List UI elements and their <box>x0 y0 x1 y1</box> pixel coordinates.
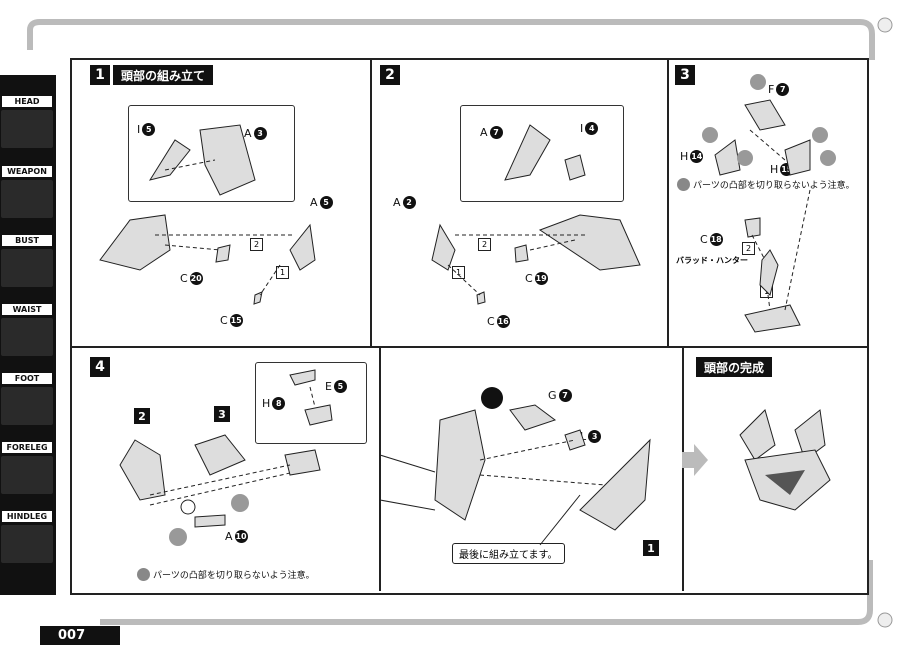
sequence-marker: 1 <box>276 266 289 279</box>
sub-assembly-ref: 2 <box>134 408 150 424</box>
page-number: 007 <box>40 626 120 645</box>
step-3-number: 3 <box>675 65 695 85</box>
sub-assembly-ref: 3 <box>214 406 230 422</box>
step-2-parts-drawing <box>431 124 641 305</box>
arrow-right-icon <box>682 444 708 476</box>
gate-icon <box>137 568 150 581</box>
divider <box>667 60 669 347</box>
step-ref: 1 <box>643 540 659 556</box>
sequence-marker: 1 <box>452 266 465 279</box>
tab-head[interactable]: HEAD <box>1 95 53 148</box>
step-1-number: 1 <box>90 65 110 85</box>
gate-icon <box>677 178 690 191</box>
tab-waist[interactable]: WAIST <box>1 303 53 356</box>
divider <box>682 348 684 591</box>
divider <box>379 348 381 591</box>
final-assembly-drawing <box>380 387 651 546</box>
divider <box>370 60 372 347</box>
sequence-marker: 2 <box>478 238 491 251</box>
step-4-parts-drawing <box>119 369 333 546</box>
step-4-number: 4 <box>90 357 110 377</box>
tab-bust[interactable]: BUST <box>1 234 53 287</box>
divider <box>72 346 867 348</box>
step-1-parts-drawing <box>99 124 316 305</box>
complete-title: 頭部の完成 <box>696 357 773 377</box>
completed-head-drawing <box>739 409 831 511</box>
tab-foreleg[interactable]: FORELEG <box>1 441 53 494</box>
step-1-title: 頭部の組み立て <box>113 65 214 85</box>
step-3-parts-drawing <box>702 74 836 333</box>
tab-foot[interactable]: FOOT <box>1 372 53 425</box>
final-assembly-caption: 最後に組み立てます。 <box>452 543 565 564</box>
tab-weapon[interactable]: WEAPON <box>1 165 53 218</box>
step-3-note: パーツの凸部を切り取らないよう注意。 <box>677 178 855 191</box>
sequence-marker: 2 <box>250 238 263 251</box>
tab-hindleg[interactable]: HINDLEG <box>1 510 53 563</box>
step-4-note: パーツの凸部を切り取らないよう注意。 <box>137 568 315 581</box>
figure-label: バラッド・ハンター <box>676 256 748 265</box>
sequence-marker: 2 <box>742 242 755 255</box>
step-2-number: 2 <box>380 65 400 85</box>
